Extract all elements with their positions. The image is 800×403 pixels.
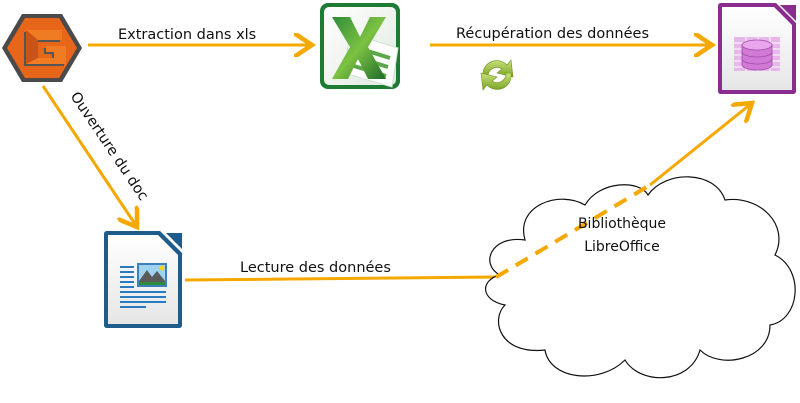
excel-icon xyxy=(320,3,400,89)
label-recuperation: Récupération des données xyxy=(456,26,649,42)
cloud-label-line2: LibreOffice xyxy=(584,239,660,255)
label-lecture: Lecture des données xyxy=(240,260,391,276)
libreoffice-writer-icon xyxy=(104,231,182,328)
edge-lecture-dashed xyxy=(495,183,652,279)
hexagon-g-logo-icon xyxy=(2,14,82,82)
refresh-cycle-icon xyxy=(480,59,514,91)
edge-ouverture xyxy=(41,85,137,227)
cloud-libreoffice-library xyxy=(485,176,796,379)
libreoffice-base-icon xyxy=(718,3,796,94)
label-extraction: Extraction dans xls xyxy=(118,27,256,43)
cloud-label-line1: Bibliothèque xyxy=(578,216,666,232)
